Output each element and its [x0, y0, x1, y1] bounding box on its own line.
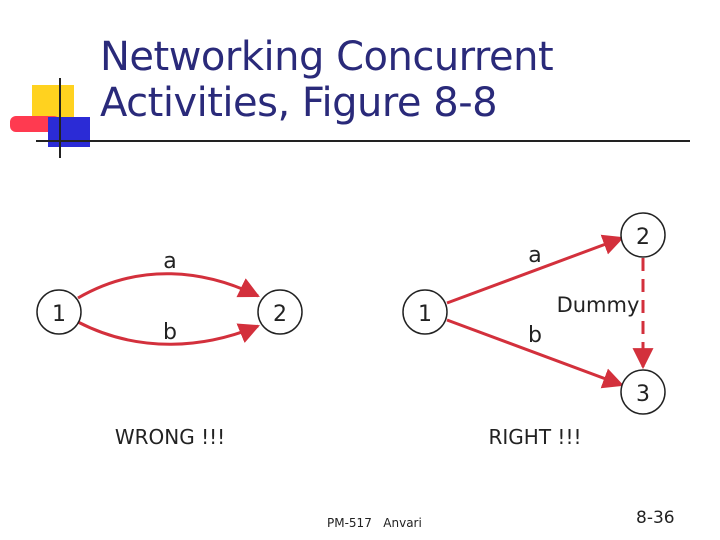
slide-title-line-1: Networking Concurrent [100, 34, 554, 80]
wrong-activity-a-arrow [77, 272, 260, 300]
right-activity-b-arrow [446, 318, 624, 389]
wrong-node-2-label: 2 [273, 302, 287, 327]
slide-title-line-2: Activities, Figure 8-8 [100, 80, 498, 126]
right-caption: RIGHT !!! [489, 425, 582, 449]
page-number: 8-36 [636, 508, 675, 528]
footer-author: Anvari [383, 516, 422, 530]
right-activity-b-label: b [528, 323, 542, 348]
wrong-diagram: 1 2 a b WRONG !!! [36, 249, 303, 449]
right-node-2-label: 2 [636, 225, 650, 250]
wrong-activity-b-arrow [77, 320, 260, 346]
wrong-activity-b-label: b [163, 320, 177, 345]
right-diagram: 1 2 3 a b Dummy RIGHT !!! [402, 212, 666, 449]
right-node-1-label: 1 [418, 302, 432, 327]
footer-course: PM-517 [327, 516, 372, 530]
right-node-2 [620, 212, 666, 258]
wrong-node-1 [36, 289, 82, 335]
wrong-caption: WRONG !!! [115, 425, 225, 449]
right-node-3-label: 3 [636, 382, 650, 407]
wrong-node-2 [257, 289, 303, 335]
wrong-node-1-label: 1 [52, 302, 66, 327]
decor-red-bar [10, 116, 60, 132]
right-node-1 [402, 289, 448, 335]
title-underline [36, 140, 690, 142]
wrong-activity-a-label: a [163, 249, 176, 274]
right-dummy-label: Dummy [557, 293, 640, 317]
right-activity-a-arrow [446, 234, 624, 305]
right-activity-a-label: a [528, 243, 541, 268]
slide-title: Networking Concurrent Activities, Figure… [100, 34, 660, 126]
footer-course-info: PM-517 Anvari [327, 516, 422, 530]
decor-vertical-line [59, 78, 61, 158]
decor-blue-square [48, 117, 90, 147]
right-node-3 [620, 369, 666, 415]
